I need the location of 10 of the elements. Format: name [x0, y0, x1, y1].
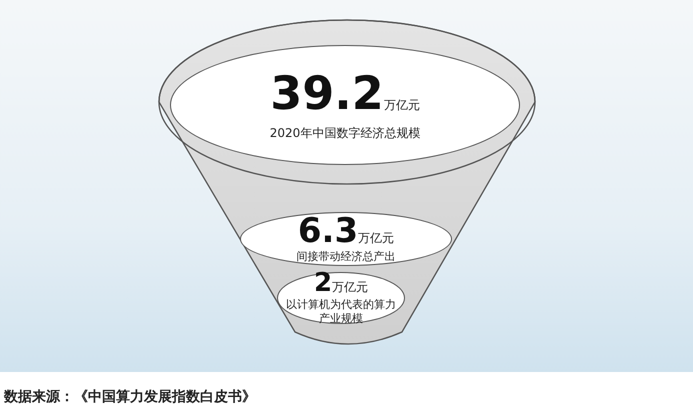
value-number: 39.2: [270, 66, 384, 120]
unit-label: 万亿元: [358, 231, 394, 246]
description-text: 以计算机为代表的算力产业规模: [286, 298, 396, 326]
value-number: 6.3: [298, 211, 358, 252]
description-text: 间接带动经济总产出: [296, 250, 396, 264]
description-text: 2020年中国数字经济总规模: [268, 126, 422, 140]
unit-label: 万亿元: [384, 98, 420, 112]
unit-label: 万亿元: [332, 280, 368, 294]
source-caption: 数据来源：《中国算力发展指数白皮书》: [4, 388, 256, 406]
value-number: 2: [314, 268, 332, 298]
